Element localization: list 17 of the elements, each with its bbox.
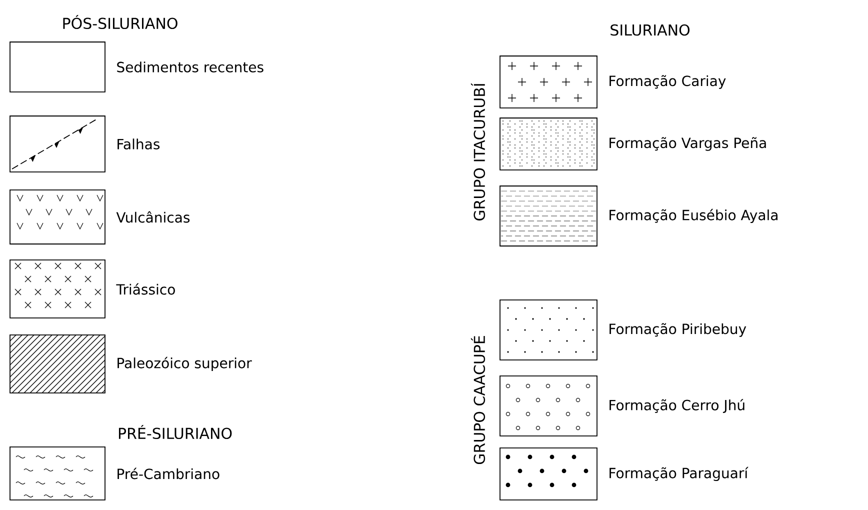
legend-text: Formação Eusébio Ayala — [610, 208, 778, 224]
group-label: GRUPO CAACUPÉ — [470, 336, 486, 464]
legend-text: Formação Paraguarí — [610, 466, 748, 482]
legend-text: Triássico — [116, 283, 175, 295]
legend-text: Formação Piribebuy — [610, 323, 746, 337]
section-heading: PÓS-SILURIANO — [63, 14, 178, 30]
legend-text: Formação Cerro Jhú — [610, 398, 744, 413]
legend-text: Sedimentos recentes — [117, 62, 264, 72]
legend-text: Formação Vargas Peña — [610, 137, 766, 151]
section-heading: SILURIANO — [610, 24, 690, 36]
section-heading: PRÉ-SILURIANO — [118, 424, 232, 440]
legend-text: Vulcânicas — [116, 211, 190, 223]
legend-text: Falhas — [118, 138, 160, 150]
legend-text: Formação Cariay — [610, 75, 726, 89]
group-label: GRUPO ITACURUBÍ — [470, 83, 486, 220]
legend-text: Paleozóico superior — [118, 356, 252, 372]
legend-text: Pré-Cambriano — [118, 468, 220, 480]
